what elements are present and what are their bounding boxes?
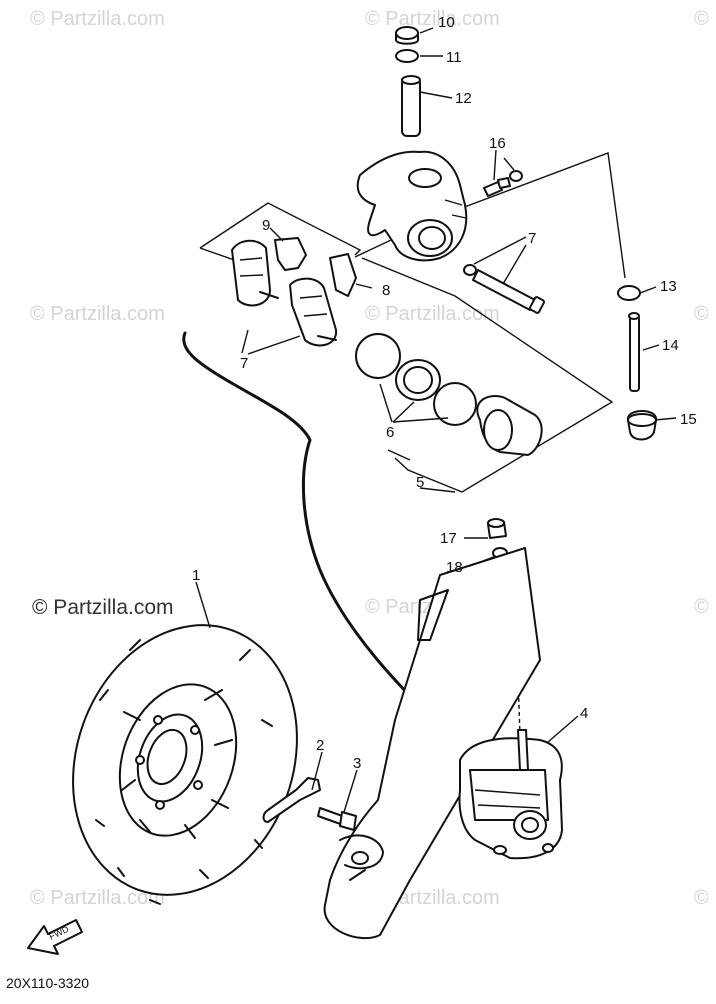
watermark: © <box>694 303 709 325</box>
callout-1: 1 <box>192 567 200 584</box>
explode-box <box>387 449 411 461</box>
explode-box <box>199 202 362 256</box>
watermark: © Partzilla.com <box>30 887 165 909</box>
part-13-cap <box>617 285 641 301</box>
part-6-seals <box>355 333 477 426</box>
part-3-bolt <box>317 807 357 831</box>
watermark: © Partzilla.com <box>30 303 165 325</box>
leader <box>419 27 434 34</box>
fork-leg <box>323 547 541 940</box>
watermark: © <box>694 887 709 909</box>
callout-6: 6 <box>386 424 394 441</box>
callout-10: 10 <box>438 14 455 31</box>
part-1-brake-disc <box>72 624 298 905</box>
leader <box>195 581 211 629</box>
callout-4: 4 <box>580 705 588 722</box>
leader <box>469 555 497 567</box>
watermark: © Partzilla.com <box>30 8 165 30</box>
brake-pad-outer <box>289 277 338 347</box>
leader <box>241 329 301 355</box>
part-16-bleeder <box>483 170 523 197</box>
leader <box>269 227 284 242</box>
leader <box>419 487 456 493</box>
part-12-sleeve <box>401 75 421 137</box>
part-2-bracket <box>262 777 321 823</box>
leader <box>642 344 660 351</box>
part-9-clip <box>274 237 307 271</box>
watermark: © <box>694 8 709 30</box>
callout-17: 17 <box>440 530 457 547</box>
part-17-collar <box>487 518 507 539</box>
callout-9: 9 <box>262 217 270 234</box>
leader <box>547 715 579 743</box>
part-11-washer <box>395 49 419 63</box>
watermark-dark: © Partzilla.com <box>32 596 174 619</box>
part-15-boot <box>627 410 657 441</box>
diagram-code: 20X110-3320 <box>6 975 90 991</box>
leader <box>473 236 527 285</box>
leader <box>379 383 449 423</box>
leader <box>419 91 453 99</box>
leader <box>311 751 323 791</box>
watermark: © Partzilla.com <box>365 8 500 30</box>
callout-5: 5 <box>416 474 424 491</box>
callout-12: 12 <box>455 90 472 107</box>
leader <box>343 769 358 813</box>
callout-11: 11 <box>446 49 462 66</box>
callout-15: 15 <box>680 411 697 428</box>
brake-pad-inner <box>231 239 279 307</box>
callout-7-caliper: 7 <box>528 230 536 247</box>
part-8-clip <box>329 253 357 297</box>
forward-arrow-icon: FWD <box>27 919 83 955</box>
leader <box>639 286 657 294</box>
callout-14: 14 <box>662 337 679 354</box>
brake-hose <box>182 331 464 748</box>
part-7-bolt <box>463 264 545 314</box>
leader <box>654 417 677 421</box>
callout-8: 8 <box>382 282 390 299</box>
watermark: © Partzilla.com <box>365 303 500 325</box>
part-5-piston <box>476 395 543 456</box>
callout-16: 16 <box>489 135 506 152</box>
callout-3: 3 <box>353 755 361 772</box>
callout-18: 18 <box>446 559 463 576</box>
callout-2: 2 <box>316 737 324 754</box>
part-4-caliper <box>458 729 563 860</box>
callout-13: 13 <box>660 278 677 295</box>
watermark: © <box>694 596 709 618</box>
callout-7-pads: 7 <box>240 355 248 372</box>
part-14-pin <box>628 312 640 392</box>
leader <box>493 149 515 181</box>
leader <box>355 283 373 289</box>
part-10-nut <box>395 26 419 45</box>
caliper-body-upper <box>356 150 468 262</box>
